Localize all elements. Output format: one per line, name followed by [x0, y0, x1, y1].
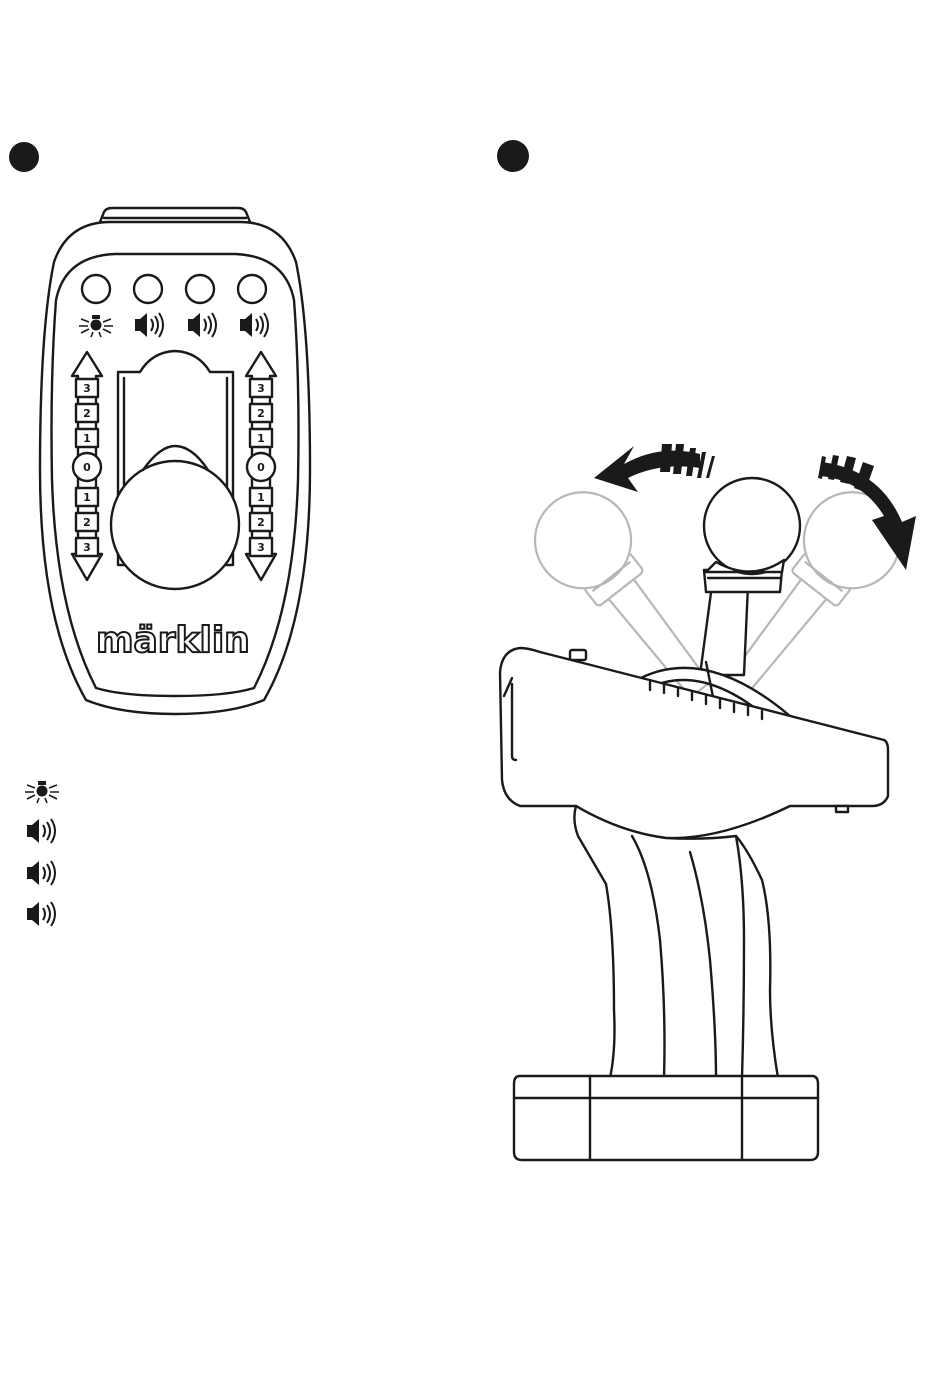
- speed-label: 3: [257, 541, 265, 554]
- sound-icon: [27, 819, 55, 843]
- function-button-1[interactable]: [82, 275, 110, 303]
- speed-label: 1: [83, 432, 91, 445]
- sound-icon: [27, 902, 55, 926]
- light-icon: [25, 781, 59, 803]
- joystick-knob[interactable]: [111, 461, 239, 589]
- sound-icon: [27, 861, 55, 885]
- speed-label: 0: [83, 461, 91, 474]
- speed-label: 1: [257, 491, 265, 504]
- function-button-4[interactable]: [238, 275, 266, 303]
- step-marker-right: [497, 140, 529, 172]
- speed-label: 2: [257, 407, 265, 420]
- speed-label: 1: [83, 491, 91, 504]
- speed-label: 3: [257, 382, 265, 395]
- step-marker-left: [9, 142, 39, 172]
- speed-scale-left: 3 2 1 0 1 2 3: [72, 352, 102, 580]
- brand-logo: märklin: [96, 620, 250, 661]
- function-button-3[interactable]: [186, 275, 214, 303]
- speed-scale-right: 3 2 1 0 1 2 3: [246, 352, 276, 580]
- function-button-2[interactable]: [134, 275, 162, 303]
- handset-grip: [574, 806, 778, 1078]
- speed-label: 0: [257, 461, 265, 474]
- remote-control-front: 3 2 1 0 1 2 3 3 2 1 0 1 2 3: [40, 208, 310, 714]
- rotate-left-arrow: [594, 444, 715, 492]
- speed-label: 2: [257, 516, 265, 529]
- speed-label: 3: [83, 382, 91, 395]
- handset-side-view: [500, 444, 919, 1160]
- handset-base: [514, 1076, 818, 1160]
- icon-legend: [25, 781, 59, 926]
- speed-label: 3: [83, 541, 91, 554]
- speed-label: 1: [257, 432, 265, 445]
- speed-label: 2: [83, 516, 91, 529]
- speed-label: 2: [83, 407, 91, 420]
